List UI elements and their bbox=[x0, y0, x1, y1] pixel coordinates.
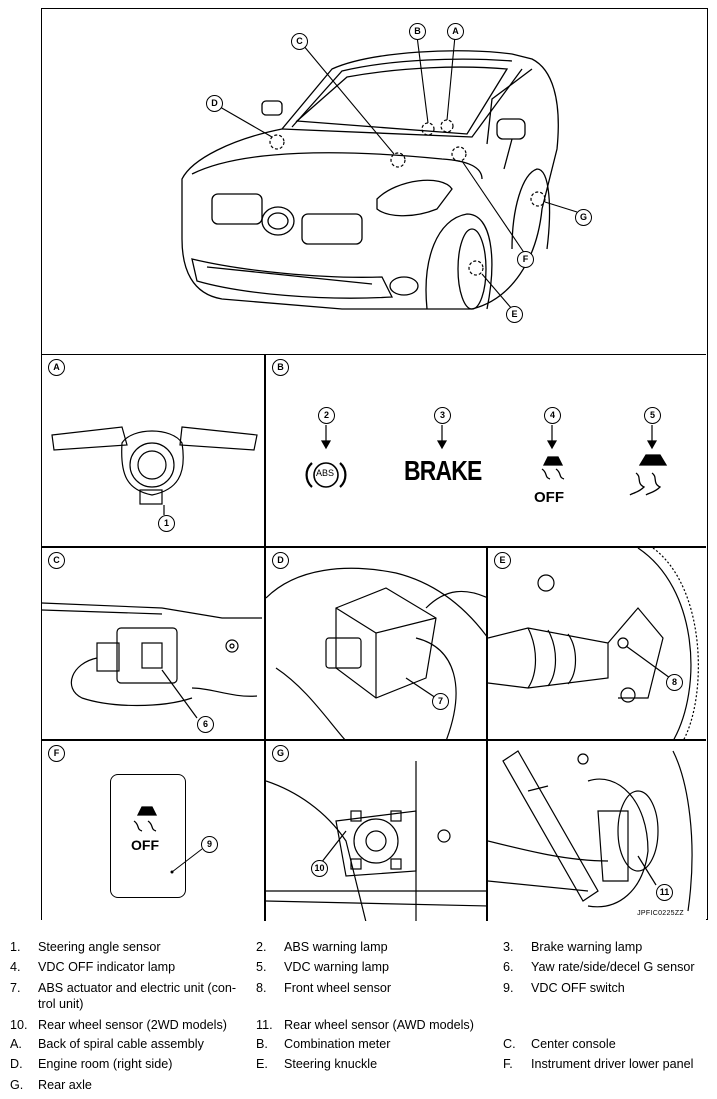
num-11: 11 bbox=[656, 884, 673, 901]
callout-a: A bbox=[447, 23, 464, 40]
vehicle-overview-panel: D C B A F E G bbox=[42, 9, 706, 354]
num-2: 2 bbox=[318, 407, 335, 424]
panel-g-label: G bbox=[272, 745, 289, 762]
panel-g-rear-axle-awd: 11 JPFIC0225ZZ bbox=[487, 740, 706, 921]
panel-d-engine-room: D 7 bbox=[265, 547, 487, 740]
vdc-off-lamp-icon bbox=[541, 456, 565, 480]
legend-item: 7.ABS actuator and electric unit (con- t… bbox=[10, 981, 237, 1011]
panel-b-combination-meter: B 2 3 4 5 bbox=[265, 354, 706, 547]
num-6: 6 bbox=[197, 716, 214, 733]
num-8: 8 bbox=[666, 674, 683, 691]
num-7: 7 bbox=[432, 693, 449, 710]
num-10: 10 bbox=[311, 860, 328, 877]
num-5: 5 bbox=[644, 407, 661, 424]
legend-item: 8.Front wheel sensor bbox=[256, 981, 392, 995]
num-3: 3 bbox=[434, 407, 451, 424]
vdc-warning-lamp-icon bbox=[629, 454, 668, 496]
callout-f: F bbox=[517, 251, 534, 268]
abs-lamp-text: ABS bbox=[316, 468, 335, 478]
panel-g-rear-axle-2wd: G 10 bbox=[265, 740, 487, 921]
callout-g: G bbox=[575, 209, 592, 226]
callout-e: E bbox=[506, 306, 523, 323]
panel-c-label: C bbox=[48, 552, 65, 569]
diagram-frame: D C B A F E G A 1 B 2 3 4 5 bbox=[41, 8, 708, 921]
legend-item: 9.VDC OFF switch bbox=[503, 981, 625, 995]
legend-item: 2.ABS warning lamp bbox=[256, 940, 388, 954]
legend-item: 3.Brake warning lamp bbox=[503, 940, 643, 954]
legend-item: E.Steering knuckle bbox=[256, 1057, 378, 1071]
panel-f-instrument-lower-panel: F OFF 9 bbox=[42, 740, 265, 921]
warning-lamp-arrows bbox=[305, 425, 668, 496]
legend-item: 5.VDC warning lamp bbox=[256, 960, 389, 974]
rear-axle-awd-drawing bbox=[488, 750, 693, 912]
callout-b: B bbox=[409, 23, 426, 40]
abs-actuator-drawing bbox=[266, 567, 486, 739]
front-wheel-sensor-drawing bbox=[488, 548, 699, 739]
spiral-cable-drawing bbox=[51, 426, 258, 515]
legend-item: 6.Yaw rate/side/decel G sensor bbox=[503, 960, 695, 974]
legend-item: 11.Rear wheel sensor (AWD models) bbox=[256, 1018, 474, 1032]
rear-axle-2wd-drawing bbox=[266, 761, 486, 921]
num-4: 4 bbox=[544, 407, 561, 424]
callout-c: C bbox=[291, 33, 308, 50]
callout-d: D bbox=[206, 95, 223, 112]
vdc-off-switch-icon bbox=[133, 806, 203, 874]
switch-off-text: OFF bbox=[131, 837, 159, 853]
vdc-off-lamp-text: OFF bbox=[534, 489, 564, 506]
panel-f-label: F bbox=[48, 745, 65, 762]
legend-item: G.Rear axle bbox=[10, 1078, 92, 1092]
num-1: 1 bbox=[158, 515, 175, 532]
panel-e-label: E bbox=[494, 552, 511, 569]
legend-item: A.Back of spiral cable assembly bbox=[10, 1037, 204, 1051]
vehicle-illustration bbox=[181, 35, 578, 310]
legend-item: D.Engine room (right side) bbox=[10, 1057, 173, 1071]
panel-a-label: A bbox=[48, 359, 65, 376]
legend-item: B.Combination meter bbox=[256, 1037, 391, 1051]
panel-e-steering-knuckle: E 8 bbox=[487, 547, 706, 740]
panel-b-label: B bbox=[272, 359, 289, 376]
panel-c-center-console: C 6 bbox=[42, 547, 265, 740]
legend-item: 10.Rear wheel sensor (2WD models) bbox=[10, 1018, 227, 1032]
legend-item: 4.VDC OFF indicator lamp bbox=[10, 960, 176, 974]
vdc-off-switch bbox=[110, 774, 186, 898]
legend-item: 1.Steering angle sensor bbox=[10, 940, 161, 954]
panel-a-spiral-cable: A 1 bbox=[42, 354, 265, 547]
brake-lamp-text: BRAKE bbox=[404, 455, 482, 486]
num-9: 9 bbox=[201, 836, 218, 853]
g-sensor-drawing bbox=[42, 602, 262, 719]
image-code: JPFIC0225ZZ bbox=[637, 910, 684, 917]
legend-item: F.Instrument driver lower panel bbox=[503, 1057, 694, 1071]
legend-item: C.Center console bbox=[503, 1037, 616, 1051]
panel-d-label: D bbox=[272, 552, 289, 569]
